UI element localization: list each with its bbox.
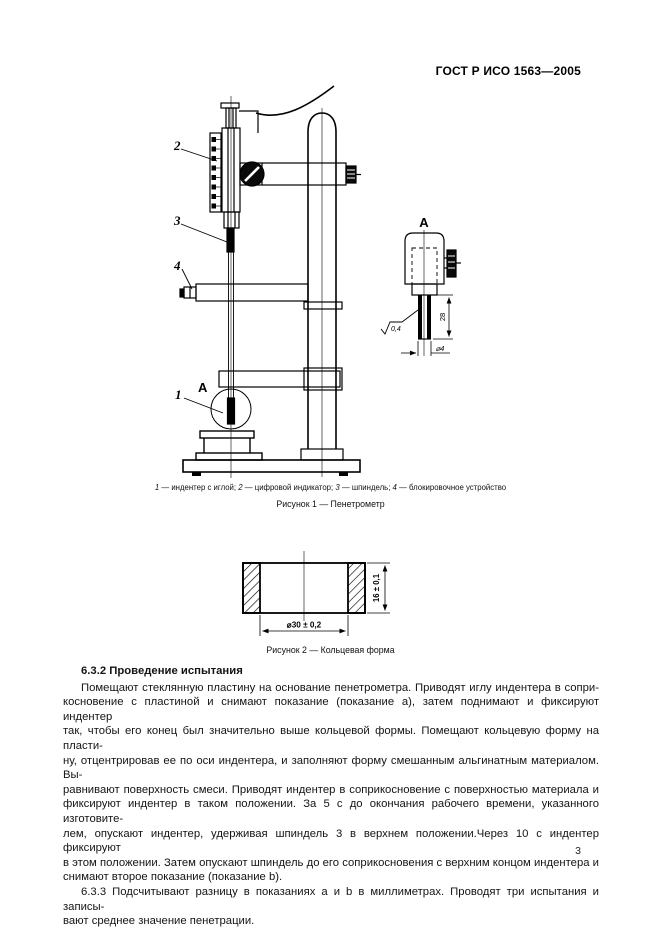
label-part-1: 1 — [175, 387, 182, 402]
label-part-2: 2 — [173, 138, 181, 153]
surface-roughness-mark: 0,4 — [380, 309, 419, 335]
paragraph-line: снимают второе показание (показание b). — [63, 871, 283, 884]
dim-needle-diameter: ⌀4 — [401, 341, 450, 356]
indicator-cable — [255, 85, 335, 116]
paragraph-line: так, чтобы его конец был значительно выш… — [63, 725, 599, 752]
legend-num-3: 3 — [335, 483, 340, 492]
dim-needle-length: 28 — [433, 294, 453, 340]
legend-num-4: 4 — [392, 483, 397, 492]
paragraph-line: вают среднее значение пенетрации. — [63, 915, 255, 928]
arm-lock-screw — [345, 165, 361, 184]
section-heading: 6.3.2 Проведение испытания — [81, 665, 243, 677]
page-number: 3 — [575, 845, 581, 857]
legend-text-2: — цифровой индикатор; — [242, 483, 336, 492]
base-plate — [182, 459, 361, 476]
paragraph-line: 6.3.3 Подсчитывают разницу в показаниях … — [63, 885, 599, 913]
dim-ring-height: 16 ± 0,1 — [367, 562, 390, 614]
lower-arm — [218, 367, 343, 391]
legend-text-4: — блокировочное устройство — [396, 483, 507, 492]
paragraph-line: Помещают стеклянную пластину на основани… — [81, 681, 599, 694]
paragraph-line: ну, отцентрировав ее по оси индентера, и… — [63, 754, 599, 782]
label-detail-marker: А — [198, 380, 208, 395]
paragraph-line: равнивают поверхность смеси. Приводят ин… — [63, 783, 599, 796]
arm-clamp-knob — [239, 161, 265, 187]
ring-wall-right — [347, 562, 366, 614]
legend-num-2: 2 — [238, 483, 243, 492]
paragraph-line: лем, опускают индентер, удерживая шпинде… — [63, 827, 599, 855]
legend-text-3: — шпиндель; — [339, 483, 393, 492]
ring-wall-left — [242, 562, 261, 614]
leader-lines — [180, 148, 228, 414]
spindle — [223, 211, 240, 398]
dim-ring-diameter-text: ⌀30 ± 0,2 — [287, 621, 322, 630]
indenter-needle — [210, 388, 252, 430]
figure2-ring-form-drawing: ⌀30 ± 0,2 16 ± 0,1 — [242, 551, 390, 636]
legend-num-1: 1 — [154, 483, 160, 492]
locking-device — [179, 283, 343, 310]
section-6-3-2: 6.3.2 Проведение испытания Помещают стек… — [63, 664, 599, 929]
legend-text-1: — индентер с иглой; — [159, 483, 239, 492]
detail-view-a: А 28 — [380, 215, 461, 356]
label-part-4: 4 — [173, 258, 181, 273]
figure2-caption: Рисунок 2 — Кольцевая форма — [266, 645, 395, 655]
dim-needle-length-text: 28 — [438, 313, 447, 321]
label-part-3: 3 — [173, 213, 181, 228]
dim-needle-diameter-text: ⌀4 — [436, 344, 445, 353]
detail-needle — [418, 295, 431, 340]
figure1-caption: Рисунок 1 — Пенетрометр — [276, 499, 385, 509]
detail-view-title: А — [419, 215, 429, 230]
detail-knurled-knob — [446, 249, 461, 278]
paragraph-line: косновение с пластиной и снимают показан… — [63, 696, 599, 723]
paragraph-line: в этом положении. Затем опускают шпиндел… — [63, 856, 599, 869]
indicator-scale — [209, 132, 222, 213]
dim-ring-diameter: ⌀30 ± 0,2 — [259, 615, 349, 636]
paragraph-line: фиксируют индентер в таком положении. За… — [63, 798, 599, 825]
standard-code-header: ГОСТ Р ИСО 1563—2005 — [435, 64, 581, 78]
surface-roughness-text: 0,4 — [391, 326, 401, 333]
figure1-penetrometer-drawing: 2 3 4 1 А А — [173, 85, 461, 478]
sample-form — [195, 430, 263, 461]
dim-ring-height-text: 16 ± 0,1 — [372, 573, 381, 602]
figure1-legend: 1 — индентер с иглой; 2 — цифровой индик… — [0, 483, 661, 492]
ring-section — [242, 562, 366, 614]
